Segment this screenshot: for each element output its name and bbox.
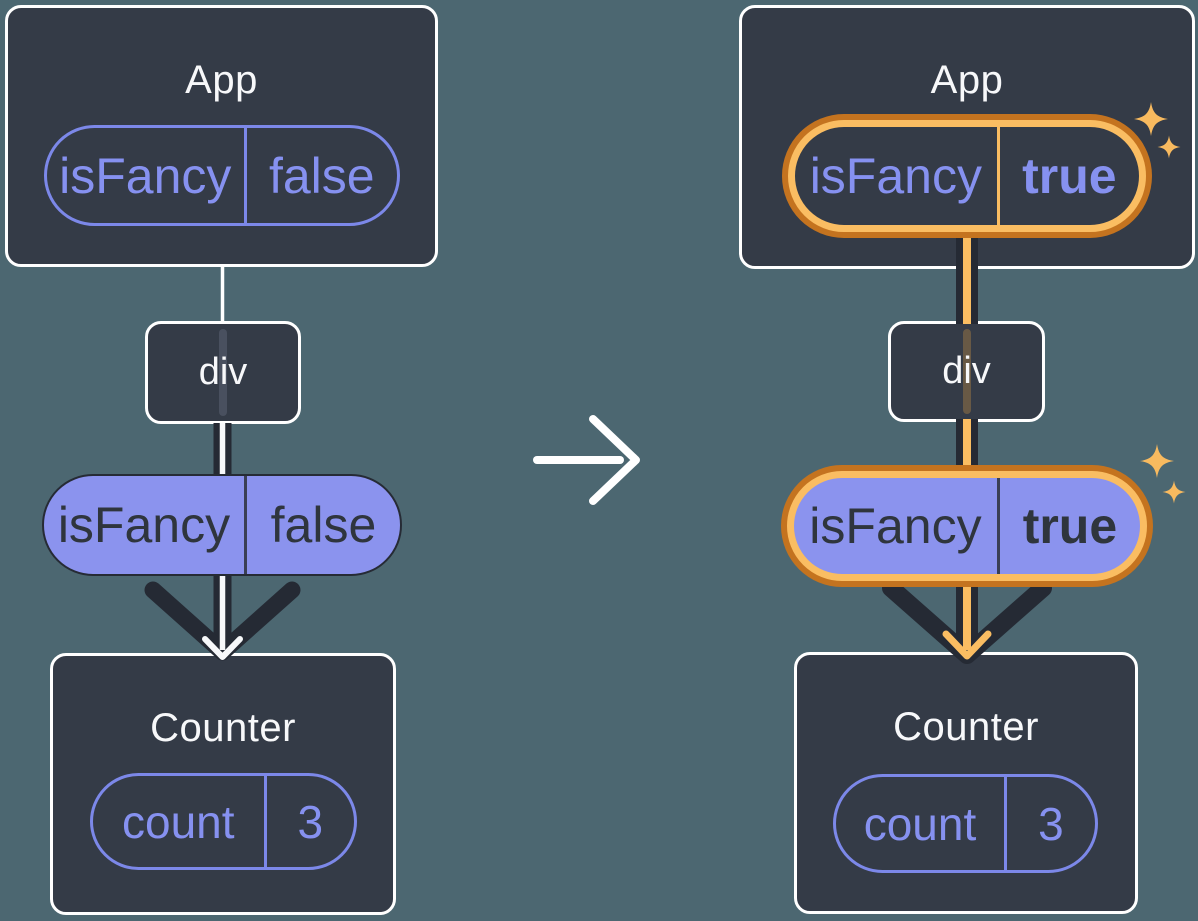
component-title: Counter xyxy=(150,705,296,750)
sparkle-icon xyxy=(1140,444,1186,504)
div-node-label: div xyxy=(942,350,991,392)
component-title: App xyxy=(930,57,1004,102)
state-name: isFancy xyxy=(47,128,247,223)
state-name: isFancy xyxy=(795,127,1000,225)
prop-value: true xyxy=(1022,498,1118,554)
passed-prop-pill-after-highlighted: isFancy true xyxy=(787,471,1147,581)
arrow-ghost-line xyxy=(219,329,227,416)
counter-state-pill-after: count 3 xyxy=(833,774,1098,873)
app-state-pill-before: isFancy false xyxy=(44,125,400,226)
state-value: 3 xyxy=(297,795,324,848)
component-title: App xyxy=(185,57,258,102)
div-node-card-after: div xyxy=(888,321,1045,422)
app-state-pill-after-highlighted: isFancy true xyxy=(788,120,1146,232)
state-name: count xyxy=(93,776,267,867)
state-value: true xyxy=(1022,148,1117,204)
passed-prop-pill-before: isFancy false xyxy=(42,474,402,576)
arrow-ghost-line xyxy=(962,329,971,414)
prop-value: false xyxy=(270,497,377,553)
state-name: count xyxy=(836,777,1007,870)
div-node-label: div xyxy=(198,351,248,393)
prop-name: isFancy xyxy=(794,478,1000,574)
prop-name: isFancy xyxy=(44,476,247,574)
state-value: 3 xyxy=(1038,797,1064,850)
div-node-card-before: div xyxy=(145,321,301,424)
state-value: false xyxy=(268,147,375,204)
counter-state-pill-before: count 3 xyxy=(90,773,357,870)
arrow-right-icon xyxy=(533,415,640,505)
component-title: Counter xyxy=(893,704,1039,749)
